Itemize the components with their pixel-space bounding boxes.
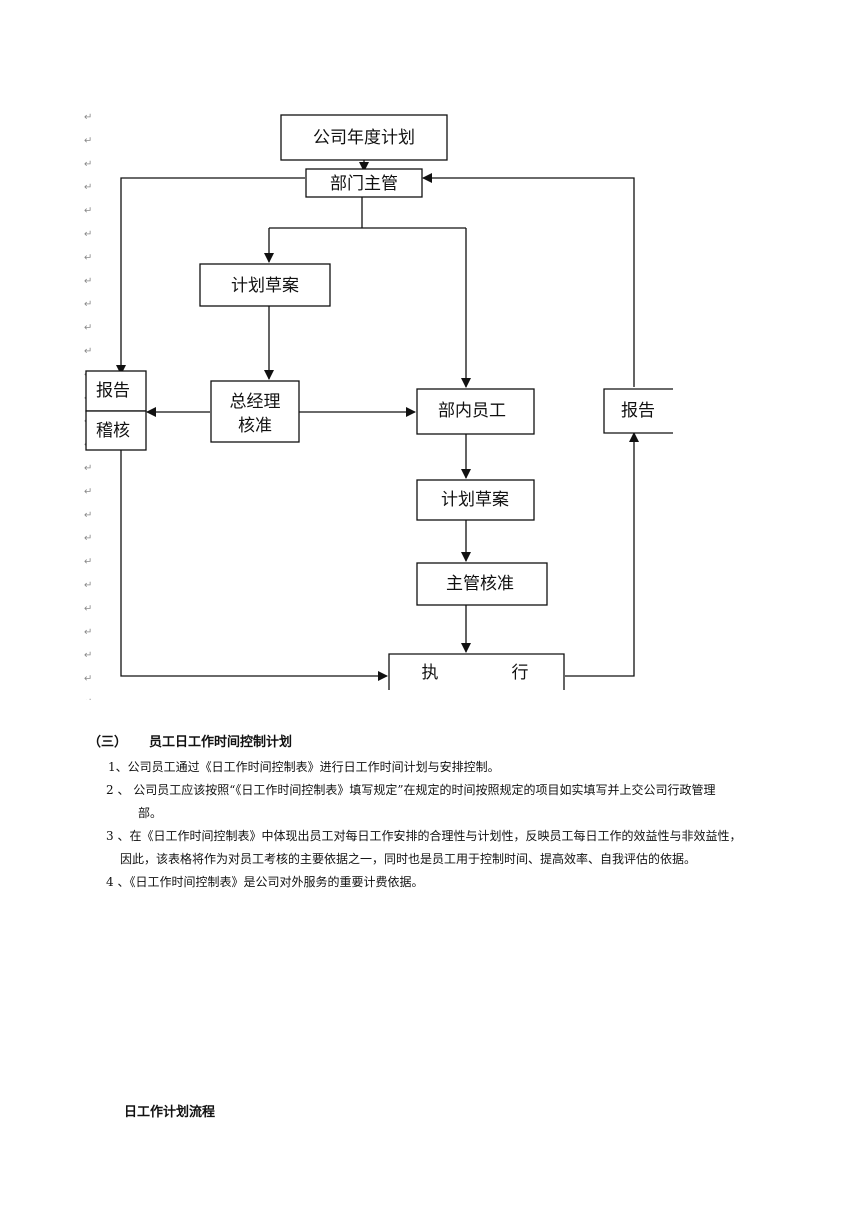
paragraph-mark: ↵ [84, 463, 92, 474]
node-annual-plan: 公司年度计划 [280, 114, 448, 161]
node-plan-draft-2: 计划草案 [416, 479, 535, 521]
svg-text:部内员工: 部内员工 [438, 401, 506, 421]
paragraph-3: 3 、在《日工作时间控制表》中体现出员工对每日工作安排的合理性与计划性，反映员工… [106, 825, 741, 871]
paragraph-mark: ↵ [84, 697, 92, 700]
paragraph-mark: ↵ [84, 650, 92, 661]
paragraph-1: 1、公司员工通过《日工作时间控制表》进行日工作时间计划与安排控制。 [108, 760, 500, 774]
paragraph-2: 2 、 公司员工应该按照“《日工作时间控制表》填写规定”在规定的时间按照规定的项… [106, 779, 716, 825]
paragraph-3-line-2: 因此，该表格将作为对员工考核的主要依据之一，同时也是员工用于控制时间、提高效率、… [120, 852, 697, 866]
arrow-execute-to-report [565, 432, 639, 677]
svg-text:公司年度计划: 公司年度计划 [313, 128, 415, 148]
svg-text:计划草案: 计划草案 [231, 276, 299, 296]
node-head-approve: 主管核准 [416, 562, 548, 606]
node-report-right: 报告 [603, 388, 673, 434]
svg-text:报告: 报告 [621, 401, 655, 421]
paragraph-mark: ↵ [84, 603, 92, 614]
paragraph-2-line-2: 部。 [138, 806, 163, 820]
svg-text:执: 执 [422, 663, 439, 683]
arrow-head-to-report [116, 177, 305, 375]
svg-text:计划草案: 计划草案 [441, 490, 509, 510]
section-number: （三） [88, 735, 128, 750]
paragraph-mark: ↵ [84, 557, 92, 568]
organization-flowchart: ↵↵↵↵↵↵↵↵↵↵↵↵↵↵↵↵↵↵↵↵↵↵↵↵↵↵ 公司年度计划 部门主管 计… [84, 112, 673, 700]
section-title: 员工日工作时间控制计划 [149, 735, 293, 750]
paragraph-mark: ↵ [84, 674, 92, 685]
paragraph-mark: ↵ [84, 627, 92, 638]
node-dept-head: 部门主管 [305, 168, 423, 198]
paragraph-mark: ↵ [84, 112, 92, 123]
paragraph-2-line-1: 2 、 公司员工应该按照“《日工作时间控制表》填写规定”在规定的时间按照规定的项… [106, 783, 716, 797]
svg-text:总经理: 总经理 [230, 392, 281, 412]
paragraph-mark: ↵ [84, 510, 92, 521]
paragraph-mark: ↵ [84, 276, 92, 287]
svg-text:核准: 核准 [238, 416, 272, 436]
paragraph-mark: ↵ [84, 486, 92, 497]
node-gm-approve: 总经理 核准 [210, 380, 300, 443]
svg-text:稽核: 稽核 [96, 421, 130, 441]
paragraph-mark: ↵ [84, 580, 92, 591]
node-execute: 执 行 [388, 653, 565, 690]
paragraph-mark: ↵ [84, 182, 92, 193]
node-dept-staff: 部内员工 [416, 388, 535, 435]
svg-text:行: 行 [512, 663, 529, 683]
node-plan-draft-1: 计划草案 [199, 263, 331, 307]
node-report-left: 报告 [85, 370, 147, 412]
connector-lines [116, 160, 639, 681]
paragraph-mark: ↵ [84, 346, 92, 357]
paragraph-mark: ↵ [84, 252, 92, 263]
paragraph-mark: ↵ [84, 533, 92, 544]
svg-text:部门主管: 部门主管 [330, 174, 398, 194]
section-heading: （三） 员工日工作时间控制计划 [88, 731, 292, 750]
node-audit: 稽核 [85, 410, 147, 451]
paragraph-mark: ↵ [84, 229, 92, 240]
paragraph-mark: ↵ [84, 135, 92, 146]
arrow-audit-to-execute [120, 450, 388, 681]
svg-text:主管核准: 主管核准 [446, 574, 514, 594]
arrow-report-to-head [422, 173, 635, 387]
paragraph-3-line-1: 3 、在《日工作时间控制表》中体现出员工对每日工作安排的合理性与计划性，反映员工… [106, 829, 742, 843]
daily-plan-flow-heading: 日工作计划流程 [124, 1105, 216, 1120]
svg-text:报告: 报告 [96, 381, 130, 401]
paragraph-mark: ↵ [84, 323, 92, 334]
paragraph-mark: ↵ [84, 299, 92, 310]
paragraph-4: 4 、《日工作时间控制表》是公司对外服务的重要计费依据。 [106, 875, 424, 889]
paragraph-mark: ↵ [84, 206, 92, 217]
paragraph-mark: ↵ [84, 159, 92, 170]
